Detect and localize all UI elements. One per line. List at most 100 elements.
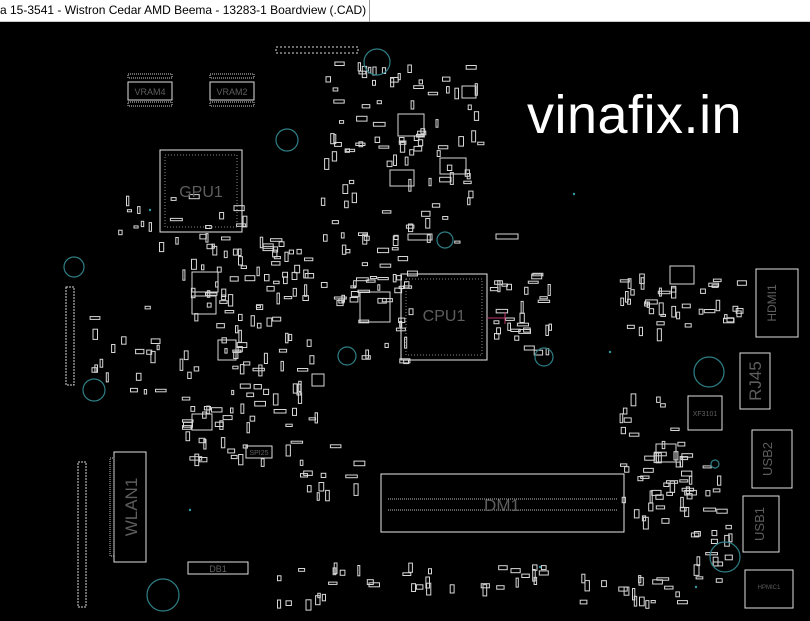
passive-component[interactable] <box>230 407 234 414</box>
mounting-hole[interactable] <box>693 356 725 388</box>
passive-component[interactable] <box>501 283 508 287</box>
passive-component[interactable] <box>477 141 485 146</box>
passive-component[interactable] <box>618 586 628 592</box>
passive-component[interactable] <box>298 568 306 572</box>
passive-component[interactable] <box>223 250 228 259</box>
passive-component[interactable] <box>623 417 632 423</box>
passive-component[interactable] <box>294 264 301 274</box>
passive-component[interactable] <box>630 289 635 296</box>
passive-component[interactable] <box>379 263 392 268</box>
passive-component[interactable] <box>224 310 235 314</box>
passive-component[interactable] <box>206 290 211 298</box>
passive-component[interactable] <box>421 210 431 217</box>
passive-component[interactable] <box>658 287 662 297</box>
passive-component[interactable] <box>532 564 538 571</box>
passive-component[interactable] <box>656 577 670 581</box>
passive-component[interactable] <box>362 233 368 245</box>
passive-component[interactable] <box>494 333 500 340</box>
passive-component[interactable] <box>264 274 270 282</box>
usb2-connector[interactable]: USB2 <box>751 429 793 489</box>
passive-component[interactable] <box>622 407 628 415</box>
passive-component[interactable] <box>358 319 370 324</box>
passive-component[interactable] <box>467 197 471 206</box>
passive-component[interactable] <box>298 380 302 392</box>
passive-component[interactable] <box>393 154 398 166</box>
passive-component[interactable] <box>632 588 636 601</box>
passive-component[interactable] <box>656 396 661 403</box>
passive-component[interactable] <box>693 564 700 576</box>
passive-component[interactable] <box>331 220 339 225</box>
passive-component[interactable] <box>584 580 590 592</box>
passive-component[interactable] <box>194 313 199 322</box>
passive-component[interactable] <box>515 577 519 588</box>
passive-component[interactable] <box>309 355 315 365</box>
passive-component[interactable] <box>211 407 223 413</box>
passive-component[interactable] <box>300 473 308 478</box>
passive-component[interactable] <box>175 237 179 245</box>
passive-component[interactable] <box>272 316 282 322</box>
passive-component[interactable] <box>482 584 488 597</box>
passive-component[interactable] <box>222 415 233 421</box>
passive-component[interactable] <box>454 240 461 244</box>
passive-component[interactable] <box>680 456 689 461</box>
passive-component[interactable] <box>221 288 227 298</box>
passive-component[interactable] <box>340 232 345 239</box>
passive-component[interactable] <box>219 212 225 220</box>
passive-component[interactable] <box>272 249 278 258</box>
passive-component[interactable] <box>237 248 242 256</box>
passive-component[interactable] <box>219 300 228 304</box>
passive-component[interactable] <box>446 164 453 172</box>
passive-component[interactable] <box>292 407 297 416</box>
passive-component[interactable] <box>547 284 551 296</box>
passive-component[interactable] <box>353 280 357 288</box>
passive-component[interactable] <box>540 565 547 571</box>
passive-component[interactable] <box>137 206 141 215</box>
mounting-hole[interactable] <box>275 128 299 152</box>
passive-component[interactable] <box>381 210 392 214</box>
passive-component[interactable] <box>240 403 245 414</box>
passive-component[interactable] <box>624 466 630 473</box>
passive-component[interactable] <box>625 291 629 303</box>
passive-component[interactable] <box>203 439 207 450</box>
passive-component[interactable] <box>182 269 186 281</box>
passive-component[interactable] <box>304 273 315 279</box>
passive-component[interactable] <box>216 323 225 329</box>
passive-component[interactable] <box>639 596 645 607</box>
passive-component[interactable] <box>332 87 339 92</box>
passive-component[interactable] <box>266 317 273 327</box>
passive-component[interactable] <box>99 358 104 368</box>
test-point[interactable] <box>148 208 152 212</box>
usb1-connector[interactable]: USB1 <box>742 495 780 553</box>
passive-component[interactable] <box>619 413 624 424</box>
passive-component[interactable] <box>655 505 666 510</box>
passive-component[interactable] <box>262 245 274 252</box>
passive-component[interactable] <box>428 568 432 575</box>
mounting-hole[interactable] <box>63 256 85 278</box>
passive-component[interactable] <box>644 455 655 461</box>
cpu1-chip[interactable]: CPU1 <box>400 273 506 361</box>
passive-component[interactable] <box>523 345 535 351</box>
passive-component[interactable] <box>356 277 369 282</box>
passive-component[interactable] <box>227 448 236 454</box>
passive-component[interactable] <box>297 392 303 404</box>
passive-component[interactable] <box>205 292 218 296</box>
passive-component[interactable] <box>374 136 381 143</box>
passive-component[interactable] <box>710 538 718 544</box>
db1-connector[interactable]: DB1 <box>187 561 249 575</box>
passive-component[interactable] <box>386 160 393 168</box>
passive-component[interactable] <box>324 158 330 170</box>
passive-component[interactable] <box>417 139 424 147</box>
passive-component[interactable] <box>181 396 191 401</box>
passive-component[interactable] <box>524 286 529 295</box>
passive-component[interactable] <box>325 489 330 502</box>
passive-component[interactable] <box>712 278 722 283</box>
passive-component[interactable] <box>643 467 654 473</box>
passive-component[interactable] <box>712 556 719 567</box>
passive-component[interactable] <box>648 308 655 315</box>
passive-component[interactable] <box>363 235 370 241</box>
passive-component[interactable] <box>214 421 224 428</box>
mounting-hole[interactable] <box>363 48 391 76</box>
passive-component[interactable] <box>304 284 308 297</box>
passive-component[interactable] <box>242 215 248 228</box>
passive-component[interactable] <box>413 145 423 152</box>
